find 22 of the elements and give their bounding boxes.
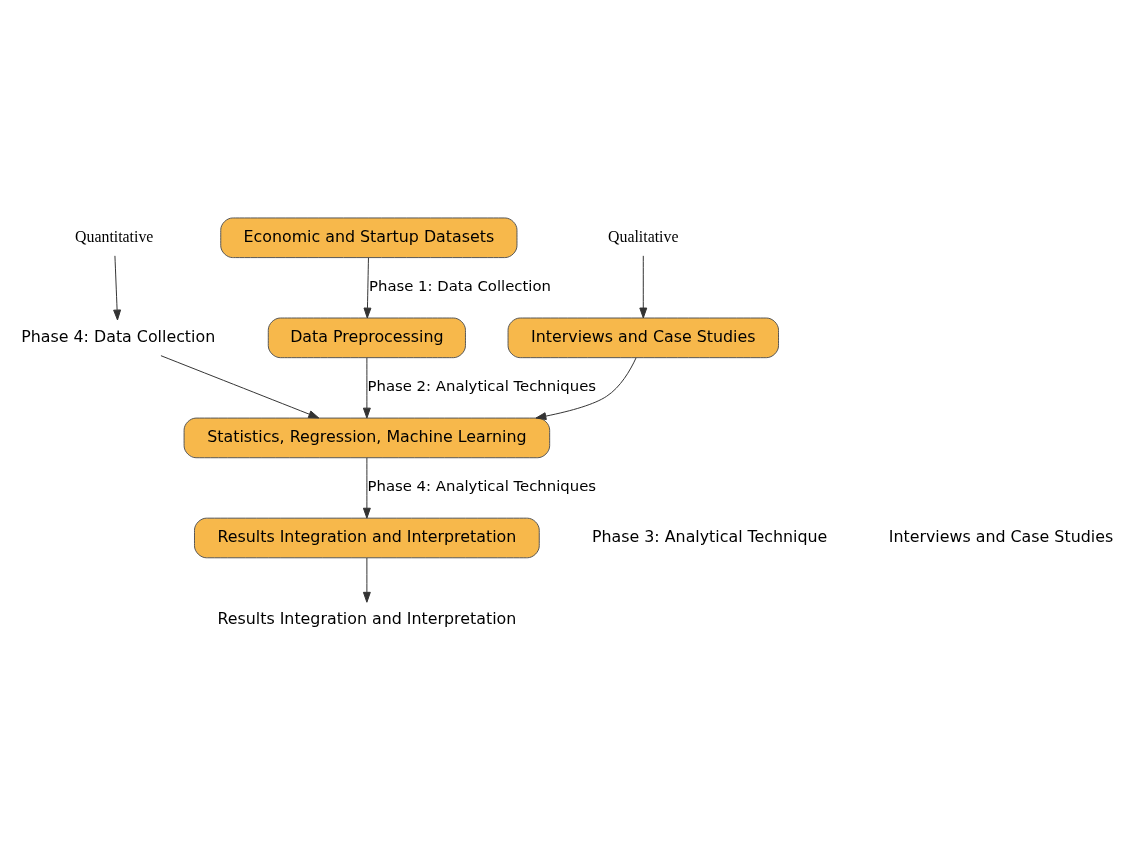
edge-label: Phase 4: Analytical Techniques — [367, 476, 597, 495]
node-box: Interviews and Case Studies — [507, 317, 780, 358]
arrow — [362, 356, 371, 419]
node-text: Phase 4: Data Collection — [21, 326, 216, 346]
node-box: Data Preprocessing — [267, 317, 466, 358]
arrow — [639, 254, 648, 318]
node-box: Results Integration and Interpretation — [194, 517, 540, 558]
label: Phase 3: Analytical Technique — [591, 526, 828, 546]
edge-label: Phase 1: Data Collection — [369, 276, 551, 295]
edge-label: Phase 2: Analytical Techniques — [367, 376, 597, 395]
node-text: Quantitative — [75, 227, 154, 245]
arrow — [113, 254, 122, 320]
arrow — [160, 354, 320, 418]
node-box: Economic and Startup Datasets — [220, 216, 518, 258]
arrow — [535, 356, 637, 420]
node-text: Results Integration and Interpretation — [217, 608, 517, 628]
arrow — [362, 557, 371, 603]
label: Interviews and Case Studies — [888, 526, 1114, 546]
node-box: Statistics, Regression, Machine Learning — [183, 417, 551, 458]
arrow — [363, 256, 372, 318]
arrow — [362, 456, 371, 519]
node-text: Qualitative — [608, 227, 679, 245]
